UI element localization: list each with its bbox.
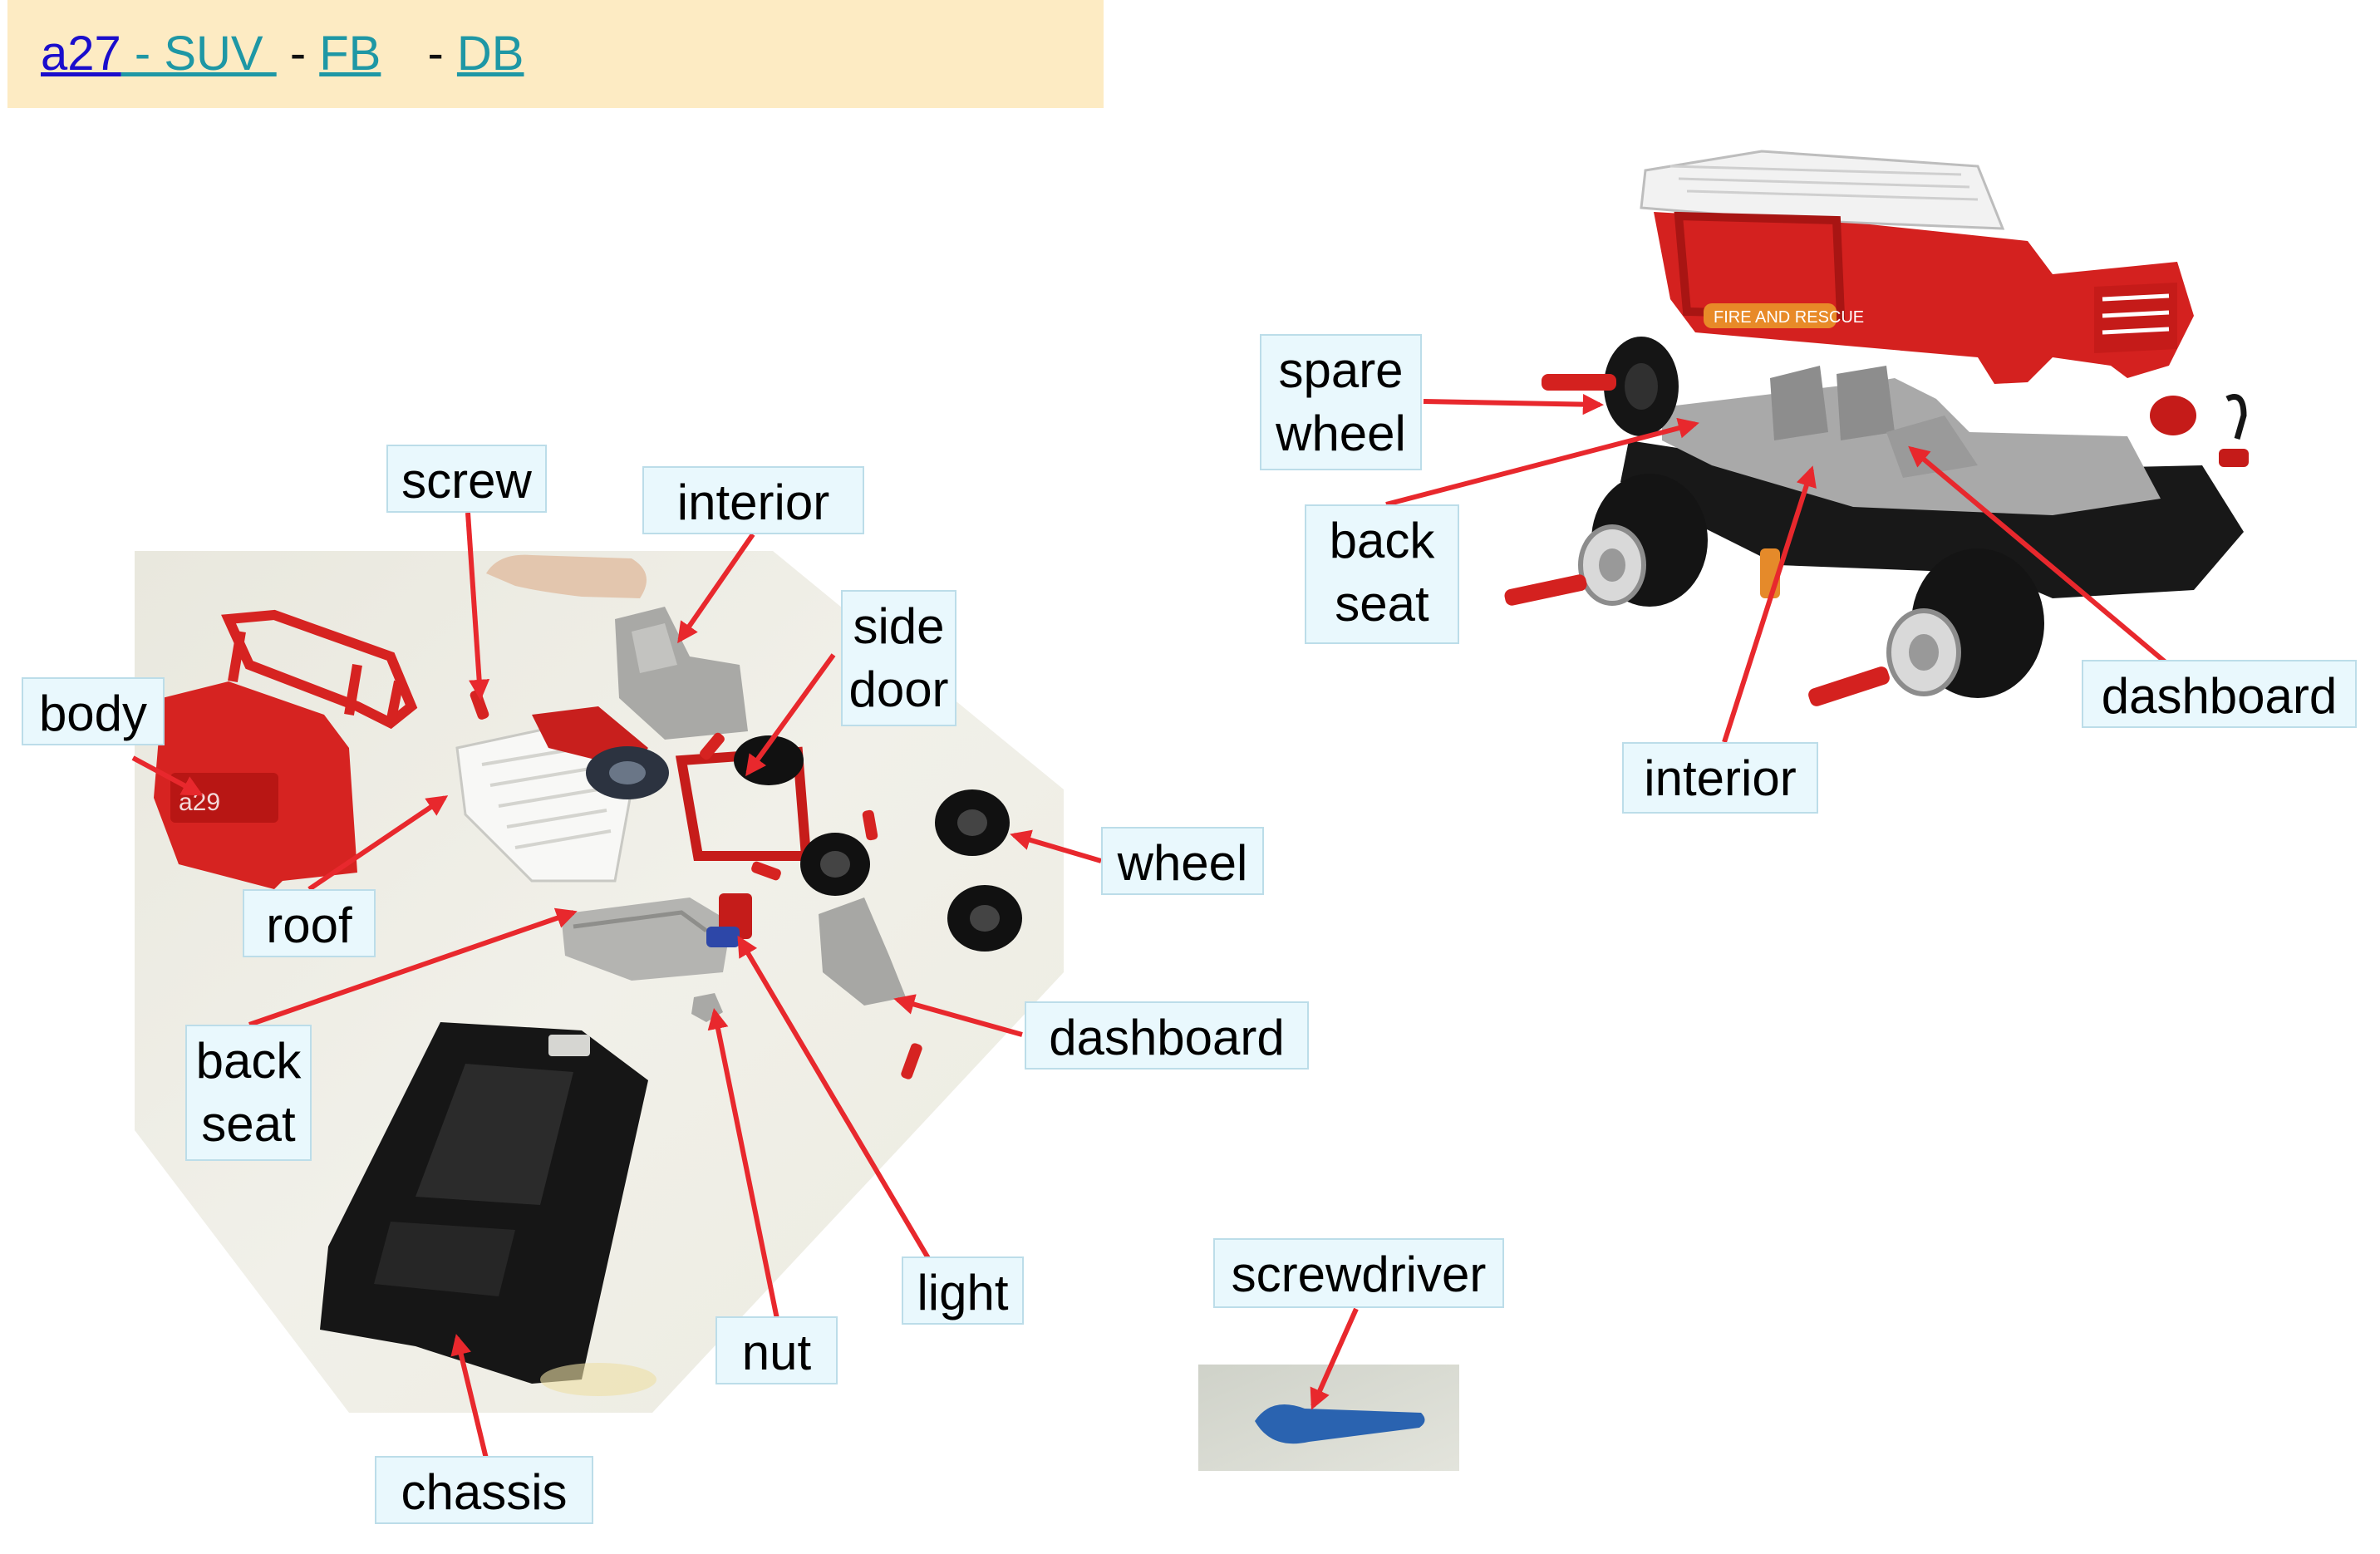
side-door-arrow (745, 653, 836, 777)
render-back-seat-arrow (1385, 417, 1699, 507)
label-render-interior: interior (1622, 742, 1818, 814)
label-text: light (917, 1265, 1009, 1320)
label-text: dashboard (2101, 668, 2338, 724)
label-side-door: side door (841, 590, 956, 726)
label-screwdriver: screwdriver (1213, 1238, 1504, 1308)
label-screw: screw (386, 445, 547, 513)
label-nut: nut (715, 1316, 838, 1384)
spare-wheel-arrow (1423, 394, 1605, 416)
header-bar: a27 - SUV - FB - DB (7, 0, 1104, 108)
suv-link[interactable]: - SUV (120, 27, 277, 81)
fb-link[interactable]: FB (319, 27, 381, 81)
label-interior: interior (642, 466, 864, 534)
screwdriver-photo (1198, 1365, 1459, 1471)
screwdriver-arrow (1310, 1307, 1359, 1410)
label-back-seat: back seat (185, 1025, 312, 1161)
label-render-dashboard: dashboard (2082, 660, 2357, 728)
chassis-part (320, 1022, 648, 1384)
label-render-back-seat: back seat (1305, 504, 1459, 644)
screw-arrow (465, 512, 490, 701)
label-text: wheel (1276, 406, 1406, 461)
dashboard-part (819, 897, 906, 1006)
screw-parts (470, 690, 922, 1079)
label-text: body (38, 686, 148, 741)
nav-links: a27 - SUV - FB - DB (41, 25, 524, 83)
body-arrow (131, 755, 204, 796)
render-interior-arrow (1722, 465, 1817, 743)
label-text: roof (266, 897, 352, 953)
label-arrows (131, 394, 2167, 1459)
roof-arrow (307, 795, 449, 892)
label-roof: roof (243, 889, 376, 957)
separator: - (276, 27, 320, 81)
db-link[interactable]: DB (456, 27, 524, 81)
label-text: spare (1278, 342, 1404, 398)
svg-text:FIRE AND RESCUE: FIRE AND RESCUE (1714, 308, 1864, 327)
label-text: door (848, 661, 949, 717)
label-text: screw (401, 453, 532, 509)
label-text: chassis (401, 1464, 568, 1520)
label-text: wheel (1117, 835, 1248, 891)
model-id-link[interactable]: a27 (41, 27, 121, 81)
suv-render: FIRE AND RESCUE (1504, 150, 2249, 706)
label-text: back (1329, 513, 1435, 568)
back-seat-arrow (248, 907, 578, 1027)
parts-photo: a29 (135, 551, 1064, 1413)
wheel-arrow (1010, 829, 1102, 863)
render-dashboard-arrow (1908, 445, 2167, 665)
separator: - (414, 27, 457, 81)
dashboard-arrow (893, 994, 1023, 1037)
label-dashboard: dashboard (1025, 1001, 1309, 1070)
nut-arrow (707, 1008, 779, 1320)
label-text: interior (676, 475, 830, 530)
label-text: side (853, 598, 945, 654)
label-text: screwdriver (1231, 1247, 1487, 1302)
hand-shape (486, 554, 647, 598)
interior-part (615, 607, 748, 740)
label-body: body (22, 677, 165, 745)
label-text: seat (1335, 576, 1429, 632)
chassis-arrow (450, 1334, 489, 1459)
label-light: light (902, 1256, 1024, 1325)
roof-part (455, 721, 633, 883)
label-text: interior (1644, 750, 1797, 806)
label-text: seat (201, 1096, 296, 1152)
label-text: dashboard (1049, 1010, 1285, 1065)
label-text: back (195, 1033, 302, 1089)
light-arrow (737, 935, 931, 1260)
label-spare-wheel: spare wheel (1260, 334, 1422, 470)
interior-arrow (677, 533, 755, 644)
label-wheel: wheel (1101, 827, 1264, 895)
label-chassis: chassis (375, 1456, 593, 1524)
label-text: nut (741, 1325, 812, 1380)
back-seat-part (561, 897, 731, 981)
